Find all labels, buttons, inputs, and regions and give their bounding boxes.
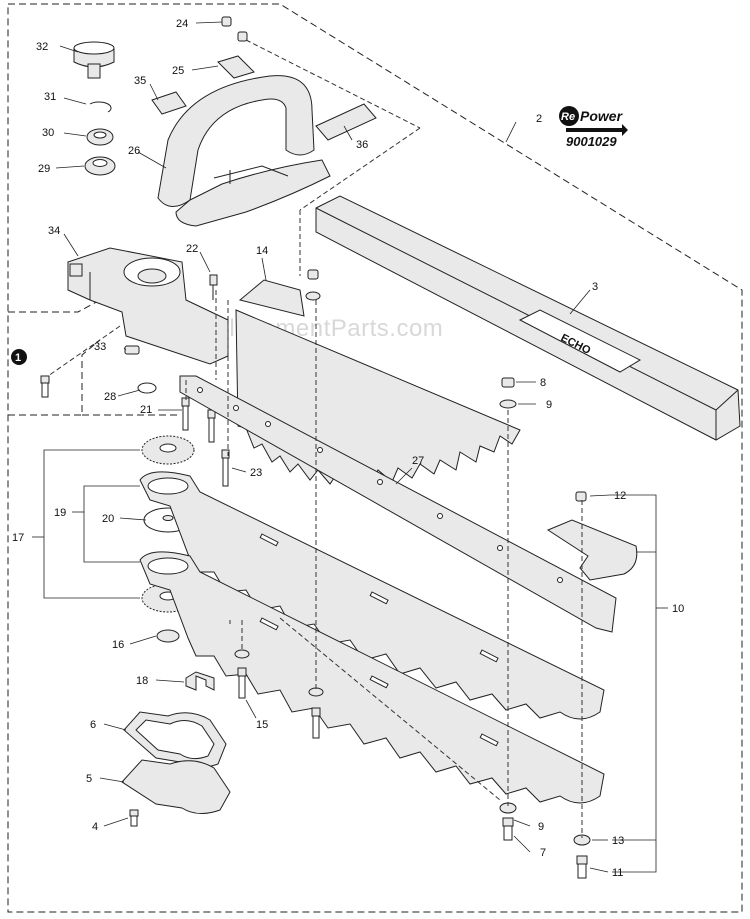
part-washer-28 (137, 382, 157, 394)
label-6: 6 (90, 719, 96, 731)
label-18: 18 (136, 675, 148, 687)
part-cam-blade-lower (139, 551, 605, 804)
part-washer-upper (305, 291, 321, 301)
part-screw-11 (576, 855, 588, 879)
callout-mark: 1 (11, 349, 27, 365)
part-gear-housing (67, 247, 229, 365)
label-32: 32 (36, 41, 48, 53)
label-16: 16 (112, 639, 124, 651)
label-11: 11 (612, 867, 623, 879)
repower-logo-power: Power (580, 108, 624, 124)
label-2: 2 (536, 113, 542, 125)
label-21: 21 (140, 404, 152, 416)
part-bearing-large (84, 156, 116, 176)
part-screw-7 (502, 817, 514, 841)
repower-logo-re: Re (561, 111, 575, 123)
label-35: 35 (134, 75, 146, 87)
leader-lines (32, 21, 668, 873)
repower-logo: Re Power 9001029 (559, 106, 628, 149)
label-34: 34 (48, 225, 60, 237)
label-12: 12 (614, 490, 626, 502)
part-knob (73, 41, 115, 79)
part-screw-33 (124, 345, 140, 355)
part-washer-9 (499, 399, 517, 409)
part-screw-15 (237, 667, 247, 699)
part-clip-18 (185, 671, 215, 691)
label-27: 27 (412, 455, 424, 467)
kit-boundary (7, 3, 743, 913)
label-28: 28 (104, 391, 116, 403)
label-9-upper: 9 (546, 399, 552, 411)
part-gear-upper (141, 435, 195, 465)
part-bearing-small (86, 128, 114, 146)
label-14: 14 (256, 245, 268, 257)
part-washer-13 (573, 834, 591, 846)
part-screw-center (311, 707, 321, 739)
label-25: 25 (172, 65, 184, 77)
part-washer-center (308, 687, 324, 697)
part-screw-22 (209, 274, 218, 300)
part-screw-23 (221, 449, 230, 487)
label-29: 29 (38, 163, 50, 175)
part-nut-24 (221, 16, 232, 27)
part-labels: 24 32 25 35 31 2 30 36 26 29 34 14 22 3 … (12, 18, 684, 879)
label-33: 33 (94, 341, 106, 353)
assembly-lines (47, 39, 583, 838)
label-20: 20 (102, 513, 114, 525)
part-handle (157, 75, 331, 227)
label-15: 15 (256, 719, 268, 731)
part-nut-24b (237, 31, 248, 42)
part-cover-5 (121, 759, 231, 814)
label-3: 3 (592, 281, 598, 293)
label-26: 26 (128, 145, 140, 157)
part-label-36 (315, 103, 377, 141)
part-plate-25 (217, 55, 255, 79)
label-10: 10 (672, 603, 684, 615)
label-36: 36 (356, 139, 368, 151)
label-23: 23 (250, 467, 262, 479)
label-30: 30 (42, 127, 54, 139)
part-nut-12 (575, 491, 587, 502)
part-nut-8-upper (307, 269, 319, 280)
part-guide-bar (179, 375, 617, 633)
part-washer-16 (156, 629, 180, 643)
label-8: 8 (540, 377, 546, 389)
label-13: 13 (612, 835, 624, 847)
part-snap-ring (89, 101, 112, 113)
label-4: 4 (92, 821, 98, 833)
svg-text:1: 1 (15, 352, 21, 364)
label-7: 7 (540, 847, 546, 859)
part-gasket-6-inner (135, 719, 215, 760)
label-9-lower: 9 (538, 821, 544, 833)
part-scabbard: ECHO (315, 195, 741, 441)
part-screw-callout (40, 375, 50, 398)
label-5: 5 (86, 773, 92, 785)
part-washer-15 (234, 649, 250, 659)
label-19: 19 (54, 507, 66, 519)
label-17: 17 (12, 532, 24, 544)
label-31: 31 (44, 91, 56, 103)
part-screw-4 (129, 809, 139, 827)
part-plate-35 (151, 91, 187, 115)
part-screw-21 (181, 397, 216, 443)
repower-part-number: 9001029 (566, 134, 617, 149)
label-24: 24 (176, 18, 188, 30)
label-22: 22 (186, 243, 198, 255)
part-nut-8 (501, 377, 515, 388)
part-blade-guard (546, 519, 638, 581)
